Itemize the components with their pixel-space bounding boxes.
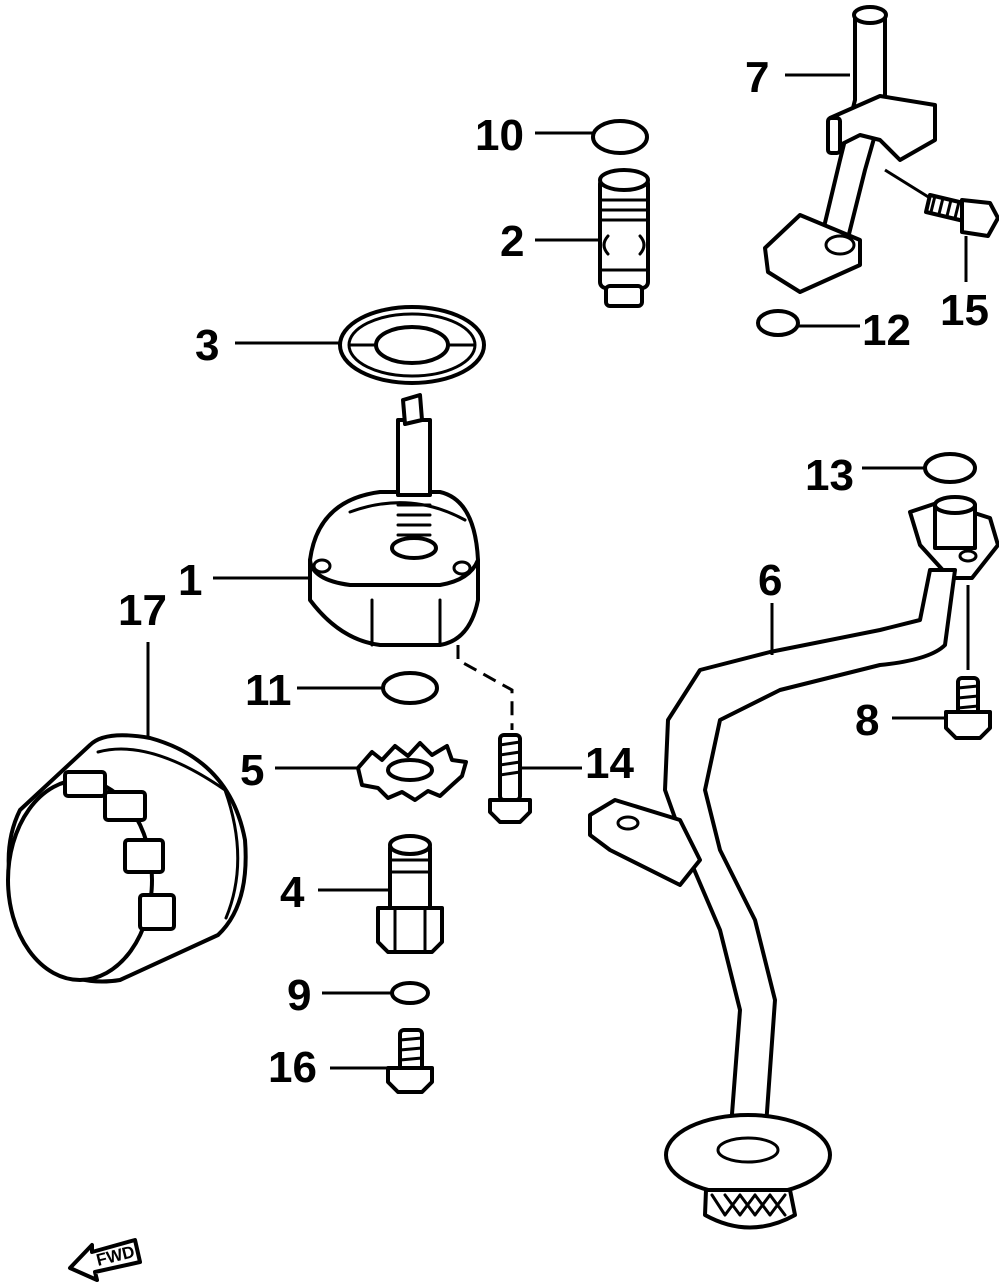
part-2-relief-valve xyxy=(598,168,650,308)
part-8-bolt xyxy=(944,676,992,740)
part-12-o-ring xyxy=(756,309,800,337)
part-15-bolt xyxy=(924,193,999,238)
label-12: 12 xyxy=(862,306,911,355)
label-1: 1 xyxy=(178,556,202,605)
label-14: 14 xyxy=(585,739,634,788)
label-3: 3 xyxy=(195,321,219,370)
part-10-o-ring xyxy=(591,119,649,155)
part-13-o-ring xyxy=(923,452,977,484)
label-5: 5 xyxy=(240,746,264,795)
label-17: 17 xyxy=(118,586,167,635)
fwd-arrow-icon: FWD xyxy=(68,1238,142,1282)
part-7-dipstick-tube xyxy=(763,5,937,294)
part-17-oil-filter xyxy=(6,733,248,984)
part-16-bolt xyxy=(386,1028,434,1094)
part-14-bolt xyxy=(488,733,532,824)
part-9-washer xyxy=(390,981,430,1005)
part-3-gasket xyxy=(338,305,486,385)
label-15: 15 xyxy=(940,286,989,335)
label-6: 6 xyxy=(758,556,782,605)
label-2: 2 xyxy=(500,217,524,266)
part-11-o-ring xyxy=(381,671,439,705)
label-9: 9 xyxy=(287,971,311,1020)
label-11: 11 xyxy=(245,666,292,715)
label-16: 16 xyxy=(268,1043,317,1092)
label-4: 4 xyxy=(280,868,305,917)
label-10: 10 xyxy=(475,111,524,160)
part-6-oil-strainer xyxy=(588,495,999,1230)
part-1-oil-pump xyxy=(308,393,480,647)
part-4-union-bolt xyxy=(376,834,444,954)
label-8: 8 xyxy=(855,696,879,745)
label-7: 7 xyxy=(745,53,769,102)
leader-15 xyxy=(884,168,931,200)
label-13: 13 xyxy=(805,451,854,500)
part-5-lock-washer xyxy=(356,741,468,802)
dashed-guide-14 xyxy=(456,645,514,730)
